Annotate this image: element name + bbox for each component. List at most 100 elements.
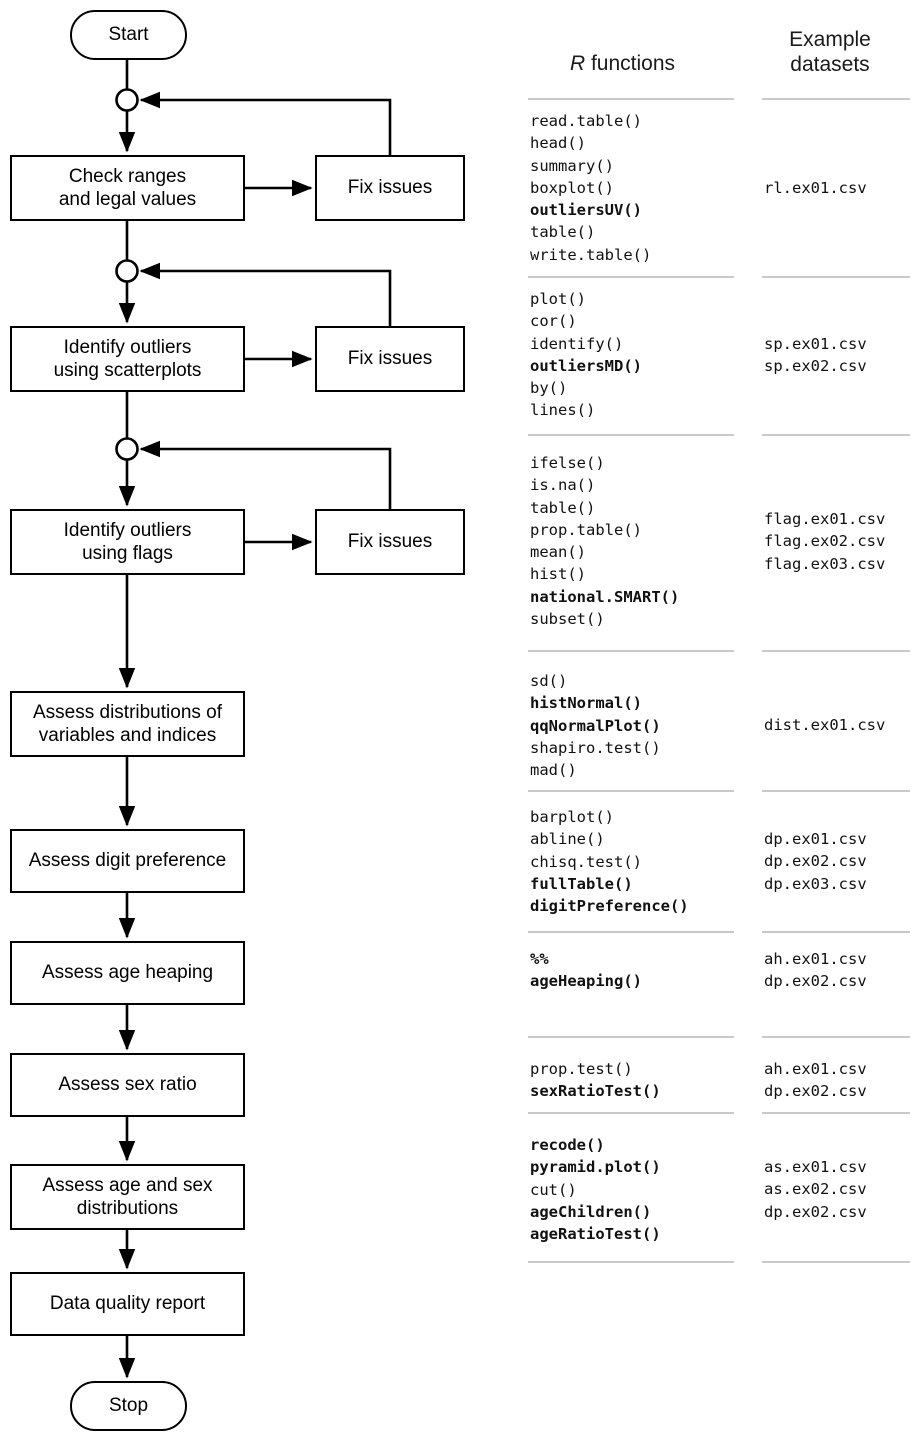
dataset-filename: dist.ex01.csv [764,716,886,734]
r-function-name: digitPreference() [530,897,689,916]
r-function-name: plot() [530,290,586,308]
column-header-r-italic: R [569,52,586,75]
node-stop[interactable]: Stop [70,1381,187,1431]
r-function-name: sd() [530,672,568,690]
r-function-name: pyramid.plot() [530,1158,661,1177]
r-function-name: qqNormalPlot() [530,716,661,735]
divider-c1-1 [528,98,734,100]
dataset-filename: dp.ex02.csv [764,1082,867,1101]
r-function-name: national.SMART() [530,587,680,606]
node-start[interactable]: Start [70,10,187,60]
r-function-name: ageChildren() [530,1202,652,1221]
r-function-name: abline() [530,830,605,849]
junction-circle-3 [115,437,139,461]
r-function-name: read.table() [530,112,642,130]
r-function-name: outliersUV() [530,201,642,220]
dataset-filename: flag.ex01.csv [764,510,886,528]
dataset-filename: as.ex02.csv [764,1180,867,1199]
divider-c2-6 [762,931,910,933]
junction-circle-1 [115,88,139,112]
edge-fix3-loopback [139,440,392,509]
r-function-name: write.table() [530,245,652,264]
node-assess-age-heaping[interactable]: Assess age heaping [10,941,245,1005]
dataset-filename: dp.ex02.csv [764,852,867,871]
r-function-name: table() [530,223,596,242]
column-header-datasets-line2: datasets [790,52,870,76]
divider-c1-4 [528,650,734,652]
r-function-name: prop.test() [530,1060,633,1078]
column-header-r-functions: R functions [500,52,745,77]
edge-fix2-loopback [139,262,392,326]
r-function-name: subset() [530,610,605,629]
r-function-name: hist() [530,565,586,584]
divider-c1-2 [528,276,734,278]
r-function-name: %% [530,950,549,968]
divider-c2-5 [762,790,910,792]
column-header-functions-text: functions [585,52,676,75]
function-list-1: read.table() head() summary() boxplot() outl… [530,110,750,266]
dataset-filename: dp.ex02.csv [764,1202,867,1221]
r-function-name: shapiro.test() [530,738,661,757]
r-function-name: boxplot() [530,178,614,197]
divider-c1-3 [528,434,734,436]
dataset-list-6: ah.ex01.csv dp.ex02.csv [764,948,914,993]
node-fix-issues-1-label: Fix issues [347,177,433,199]
r-function-name: identify() [530,334,624,353]
r-function-name: head() [530,134,586,153]
dataset-filename: sp.ex02.csv [764,357,867,376]
node-fix-issues-3-label: Fix issues [347,531,433,553]
node-assess-digit-preference[interactable]: Assess digit preference [10,829,245,893]
r-function-name: by() [530,379,568,398]
function-list-5: barplot()abline()chisq.test()fullTable()… [530,806,750,917]
r-function-name: sexRatioTest() [530,1082,661,1101]
function-list-4: sd()histNormal()qqNormalPlot()shapiro.te… [530,670,750,781]
dataset-list-4: dist.ex01.csv [764,714,914,736]
node-assess-age-heaping-label: Assess age heaping [41,962,214,984]
node-data-quality-report[interactable]: Data quality report [10,1272,245,1336]
divider-c2-1 [762,98,910,100]
r-function-name: fullTable() [530,874,633,893]
dataset-filename: rl.ex01.csv [764,179,867,197]
divider-c2-4 [762,650,910,652]
divider-c2-7 [762,1036,910,1038]
r-function-name: cut() [530,1180,577,1199]
dataset-list-3: flag.ex01.csv flag.ex02.csv flag.ex03.csv [764,508,914,575]
node-data-quality-report-label: Data quality report [49,1293,206,1315]
dataset-filename: dp.ex03.csv [764,874,867,893]
function-list-6: %% ageHeaping() [530,948,750,993]
node-assess-sex-ratio[interactable]: Assess sex ratio [10,1053,245,1117]
function-list-2: plot()cor()identify()outliersMD()by()lin… [530,288,750,422]
dataset-filename: dp.ex02.csv [764,972,867,991]
r-function-name: ifelse() [530,454,605,472]
dataset-filename: ah.ex01.csv [764,950,867,968]
node-fix-issues-1[interactable]: Fix issues [315,155,465,221]
column-header-example-datasets: Example datasets [752,28,908,78]
divider-c2-3 [762,434,910,436]
node-stop-label: Stop [108,1395,149,1417]
dataset-list-8: as.ex01.csv as.ex02.csv dp.ex02.csv [764,1156,914,1223]
node-start-label: Start [108,24,149,46]
divider-c2-2 [762,276,910,278]
dataset-filename: flag.ex03.csv [764,554,886,573]
function-list-8: recode()pyramid.plot()cut()ageChildren()… [530,1134,750,1245]
r-function-name: ageHeaping() [530,972,642,991]
node-fix-issues-2[interactable]: Fix issues [315,326,465,392]
node-fix-issues-3[interactable]: Fix issues [315,509,465,575]
r-function-name: summary() [530,156,614,175]
r-function-name: mad() [530,761,577,780]
divider-c1-7 [528,1036,734,1038]
dataset-filename: as.ex01.csv [764,1158,867,1176]
dataset-filename: flag.ex02.csv [764,532,886,551]
